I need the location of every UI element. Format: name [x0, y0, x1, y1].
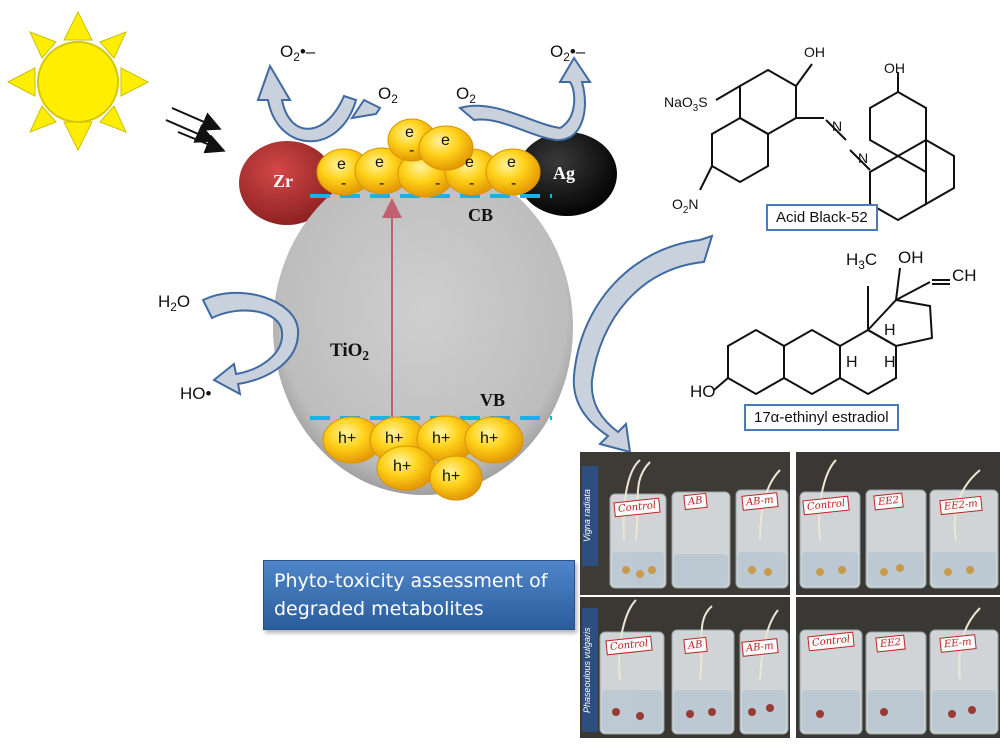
photo-tag: EE2 — [873, 492, 904, 511]
photo-tag: EE2 — [875, 634, 906, 653]
right-superoxide-arrow — [457, 56, 592, 142]
estradiol-label: 17α-ethinyl estradiol — [744, 404, 899, 431]
light-rays-icon — [165, 107, 226, 154]
electron-label: e — [375, 154, 384, 171]
water-oxidation-arrow — [201, 291, 300, 396]
electron-label: e — [337, 156, 346, 173]
photo-grid — [580, 452, 1000, 738]
phaseolus-vulgaris-label: Phaseoulous vulgaris — [582, 608, 598, 732]
estradiol-structure — [713, 267, 950, 396]
hole-label: h+ — [385, 430, 404, 447]
ab-oh2: OH — [884, 60, 905, 76]
tio2-label: TiO2 — [330, 340, 370, 363]
hole-label: h+ — [442, 468, 461, 485]
ee2-oh: OH — [898, 248, 924, 267]
phytotoxicity-banner: Phyto-toxicity assessment of degraded me… — [263, 560, 575, 630]
electron-minus: - — [341, 175, 347, 192]
superoxide-left-label: O2•– — [280, 42, 316, 64]
banner-line-2: degraded metabolites — [274, 598, 484, 620]
electron-cluster — [316, 118, 541, 198]
ag-sphere — [517, 132, 617, 216]
banner-line-1: Phyto-toxicity assessment of — [274, 570, 548, 592]
photo-tag: AB — [683, 492, 708, 511]
ee2-h-c: H — [884, 354, 896, 371]
left-superoxide-arrow — [256, 63, 358, 143]
acid-black-label: Acid Black-52 — [766, 204, 878, 231]
photo-tag: AB — [683, 636, 708, 655]
electron-minus: - — [409, 142, 415, 159]
hole-label: h+ — [338, 430, 357, 447]
electron-minus: - — [435, 175, 441, 192]
ee2-h3c: H3C — [846, 250, 878, 272]
zr-sphere — [239, 141, 335, 225]
left-o2-arrow — [349, 98, 382, 120]
ab-n1: N — [832, 118, 843, 134]
electron-label: e — [507, 154, 516, 171]
o2-right-label: O2 — [456, 84, 476, 106]
ab-naso3s: NaO3S — [664, 94, 708, 114]
ee2-ch: CH — [952, 266, 977, 285]
electron-label: e — [405, 124, 414, 141]
electron-minus: - — [469, 175, 475, 192]
acid-black-structure — [699, 63, 955, 222]
sun-icon — [6, 10, 150, 152]
electron-minus: - — [511, 175, 517, 192]
vigna-radiata-label: Vigna radiata — [582, 466, 598, 566]
ab-oh1: OH — [804, 44, 825, 60]
hole-label: h+ — [480, 430, 499, 447]
zr-label: Zr — [273, 171, 293, 191]
superoxide-right-label: O2•– — [550, 42, 586, 64]
hole-label: h+ — [393, 458, 412, 475]
h2o-label: H2O — [158, 292, 191, 314]
degradation-arrow — [572, 234, 714, 454]
ee2-h-a: H — [884, 322, 896, 339]
cb-label: CB — [468, 205, 494, 225]
ab-n2: N — [858, 150, 869, 166]
electron-label: e — [441, 132, 450, 149]
ee2-ho: HO — [690, 382, 716, 401]
ee2-h-b: H — [846, 354, 858, 371]
hole-label: h+ — [432, 430, 451, 447]
electron-label: e — [465, 154, 474, 171]
vb-label: VB — [480, 390, 506, 410]
hole-cluster — [322, 415, 524, 501]
electron-minus: - — [379, 175, 385, 192]
tio2-particle — [273, 159, 573, 495]
ag-label: Ag — [553, 163, 575, 183]
ab-no2: O2N — [672, 196, 699, 216]
ho-radical-label: HO• — [180, 384, 212, 403]
o2-left-label: O2 — [378, 84, 398, 106]
